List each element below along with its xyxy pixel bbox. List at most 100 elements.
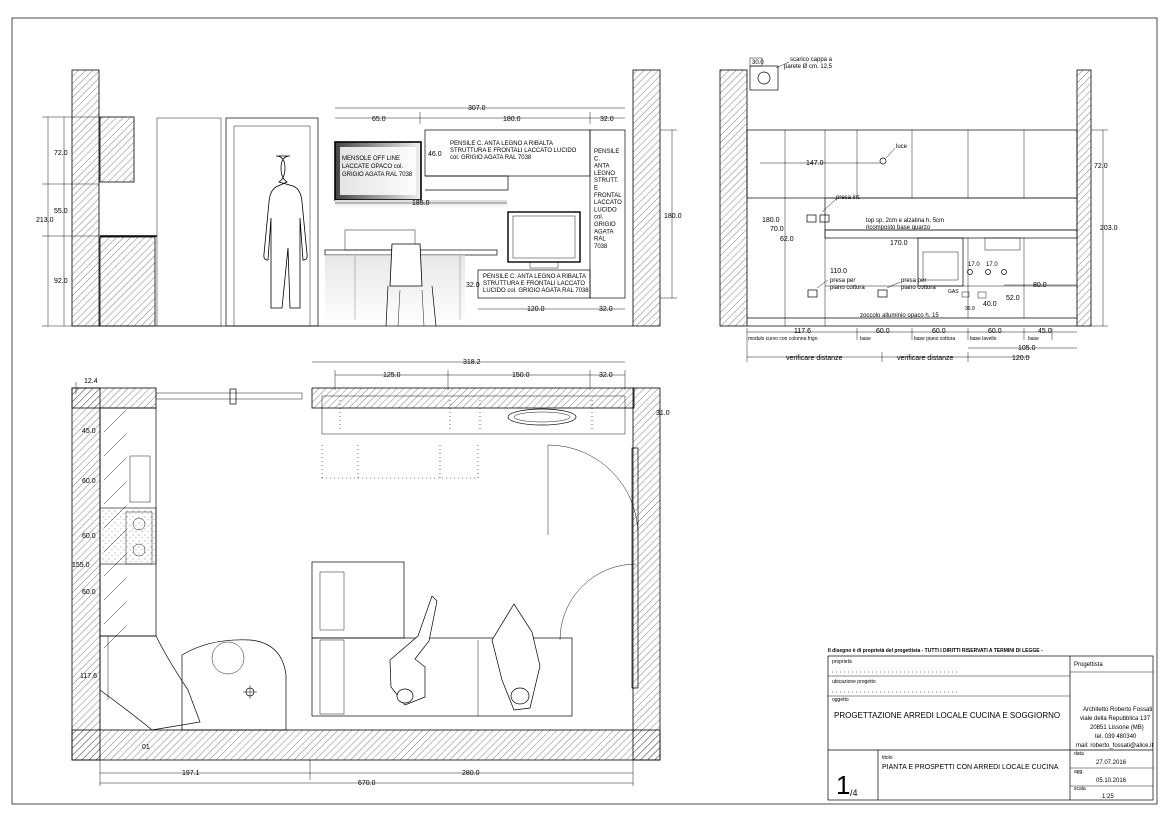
dim-150: 150.0 (512, 372, 530, 379)
pensile-side-line: RAL (594, 237, 606, 243)
label-progettista: Progettista (1074, 662, 1103, 668)
top-line-2: ricomposto base quarzo (866, 225, 931, 231)
wall-left (71, 69, 100, 327)
dim-17b: 17.0 (986, 262, 998, 268)
zoccolo-label: zoccolo alluminio opaco h. 15 (860, 313, 939, 319)
module-label-base4: base (1028, 336, 1039, 342)
label-scala: scala (1074, 786, 1086, 792)
kitchen-shading-line (103, 481, 127, 505)
pensile-top-line-1: PENSILE C. ANTA LEGNO A RIBALTA (450, 141, 553, 147)
dim-117-6-plan: 117.6 (80, 673, 97, 680)
dim-32-mid: 32.0 (466, 282, 480, 289)
dim-52: 52.0 (1006, 295, 1020, 302)
scale-value: 1:25 (1102, 794, 1114, 800)
dim-120: 120.0 (527, 306, 545, 313)
pensile-side-line: E (594, 186, 598, 192)
label-oggetto: oggetto (832, 697, 849, 703)
elevation-left: MENSOLE OFF LINE LACCATE OPACO col. GRIG… (36, 69, 682, 327)
dim-670: 670.0 (358, 780, 376, 787)
dim-32-plan: 32.0 (599, 372, 613, 379)
kitchen-shading-line (103, 505, 127, 529)
sheet-number: 1 (836, 770, 850, 800)
dim-62: 62.0 (780, 236, 794, 243)
kitchen-shading-line (103, 457, 127, 481)
pensile-side-line: LACCATO (594, 200, 622, 206)
mensole-line-1: MENSOLE OFF LINE (342, 156, 400, 162)
dim-170: 170.0 (890, 240, 908, 247)
dim-40: 40.0 (983, 301, 997, 308)
pensile-side-line: col. (594, 215, 604, 221)
dim-17a: 17.0 (968, 262, 980, 268)
dim-80: 80.0 (1033, 282, 1047, 289)
dim-60c-plan: 60.0 (82, 589, 96, 596)
label-agg: agg. (1074, 769, 1084, 775)
dim-32-top: 32.0 (600, 116, 614, 123)
kitchen-shading-line (103, 433, 127, 457)
elevation-right: 30.0 scarico cappa a parete Ø cm. 12,5 l… (719, 57, 1118, 362)
studio-line-3: 20851 Lissone (MB) (1090, 725, 1144, 731)
kitchen-shading-line (103, 553, 127, 577)
dim-213: 213.0 (36, 217, 54, 224)
pensile-low (477, 269, 591, 299)
module-60b: 60.0 (932, 328, 946, 335)
dim-01: 01 (142, 744, 150, 751)
dim-60b-plan: 60.0 (82, 533, 96, 540)
sofa-plan (311, 637, 573, 717)
pensile-top-line-2: STRUTTURA E FRONTALI LACCATO LUCIDO (450, 148, 577, 154)
module-label-curvo: modulo curvo con colonna frigo (748, 336, 818, 342)
copyright-notice: Il disegno è di proprietà del progettist… (828, 648, 1043, 654)
dim-31: 31.0 (656, 410, 670, 417)
pensile-side-line: ANTA (594, 164, 610, 170)
verificare-2: verificare distanze (897, 355, 954, 362)
dim-55: 55.0 (54, 208, 68, 215)
kitchen-shading-line (103, 409, 127, 433)
luce-label: luce (896, 144, 908, 150)
presa-int-label: presa int. (836, 195, 861, 201)
studio-line-2: viale della Repubblica 137 (1080, 716, 1151, 722)
top-line-1: top sp. 2cm e alzatina h. 5cm (866, 218, 944, 224)
dim-180: 180.0 (762, 217, 780, 224)
dim-203: 203.0 (1100, 225, 1118, 232)
dim-32-low: 32.0 (599, 306, 613, 313)
label-ubicazione: ubicazione progetto (832, 679, 876, 685)
wall-right (632, 69, 661, 327)
pensile-side-line: C. (594, 156, 600, 162)
dim-105: 105.0 (1018, 345, 1036, 352)
dim-120-bottom: 120.0 (1012, 355, 1030, 362)
label-data: data (1074, 751, 1084, 757)
studio-line-1: Architetto Roberto Fossati (1083, 707, 1152, 713)
verificare-1: verificare distanze (786, 355, 843, 362)
dim-180-side: 180.0 (664, 213, 682, 220)
module-label-base3: base lavello (970, 336, 997, 342)
pensile-side-line: 7038 (594, 244, 608, 250)
studio-line-4: tel. 039 480340 (1095, 734, 1137, 740)
dim-72: 72.0 (54, 150, 68, 157)
label-titolo: titolo (882, 755, 893, 761)
dim-307: 307.0 (468, 105, 486, 112)
dim-180-top: 180.0 (503, 116, 521, 123)
label-proprieta: proprietà (832, 659, 852, 665)
presa-piano2-line-1: presa per (901, 278, 926, 284)
table-plan (181, 639, 287, 731)
dim-125: 125.0 (383, 372, 401, 379)
mensole-line-2: LACCATE OPACO col. (342, 164, 403, 170)
presa-piano2-line-2: piano cottura (901, 285, 936, 291)
project-title: PROGETTAZIONE ARREDI LOCALE CUCINA E SOG… (834, 711, 1060, 720)
gas-label: GAS (948, 289, 959, 295)
dim-155-plan: 155.0 (72, 562, 90, 569)
pensile-low-line-1: PENSILE C. ANTA LEGNO A RIBALTA (483, 274, 586, 280)
dim-92: 92.0 (54, 278, 68, 285)
date-2: 05.10.2016 (1096, 778, 1127, 784)
presa-piano1-line-1: presa per (830, 278, 855, 284)
dim-369: 36.9 (965, 306, 975, 312)
module-60c: 60.0 (988, 328, 1002, 335)
pensile-top-line-3: col. GRIGIO AGATA RAL 7038 (450, 155, 532, 161)
drawing-title: PIANTA E PROSPETTI CON ARREDI LOCALE CUC… (882, 764, 1059, 771)
studio-line-5: mail: roberto_fossati@alice.it (1076, 743, 1153, 749)
kitchen-shading-line (103, 625, 127, 649)
date-1: 27.07.2016 (1096, 760, 1127, 766)
module-117: 117.6 (794, 328, 811, 335)
dim-65: 65.0 (372, 116, 386, 123)
